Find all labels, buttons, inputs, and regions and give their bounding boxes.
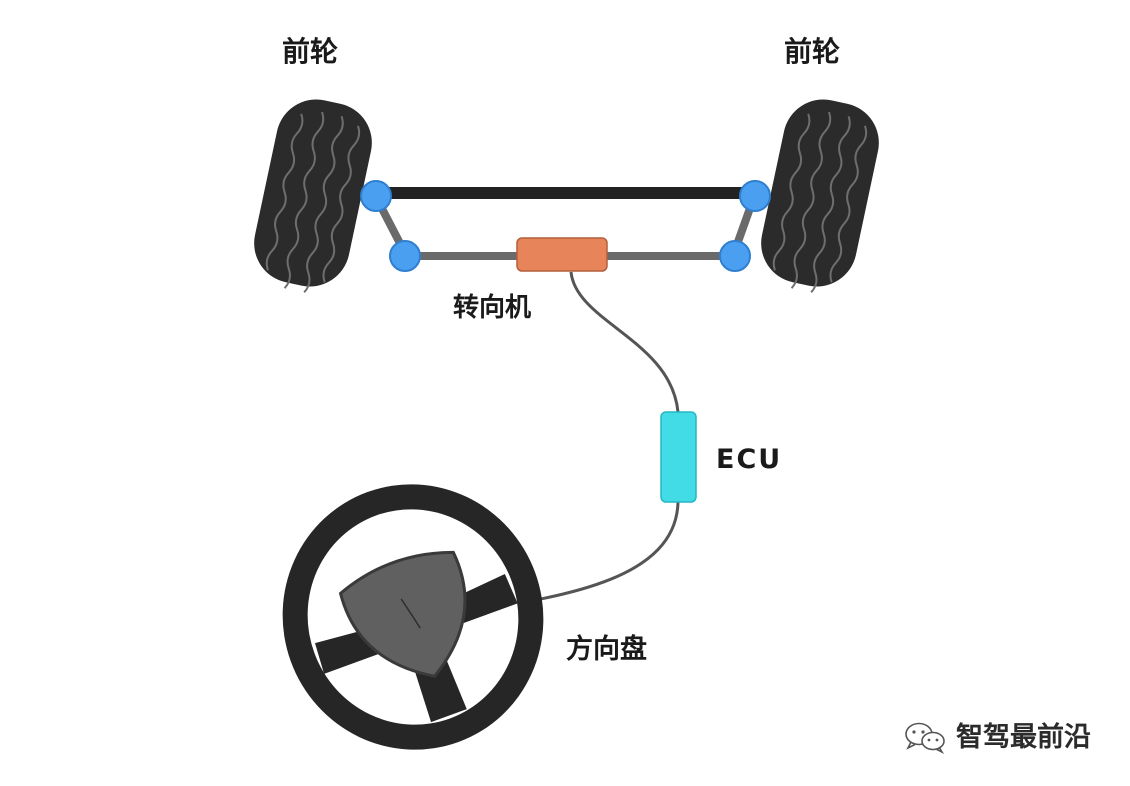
front-wheel-left-tire: [254, 99, 372, 294]
ecu-block: [660, 411, 697, 503]
steering-gear-label: 转向机: [453, 293, 532, 323]
steering-gear-block: [516, 237, 608, 272]
joint-lower-left: [389, 240, 421, 272]
wechat-icon: [905, 722, 945, 754]
ecu-label: ECU: [716, 444, 783, 475]
front-wheel-right-label: 前轮: [784, 35, 841, 68]
joint-lower-right: [719, 240, 751, 272]
front-wheel-left-label: 前轮: [282, 35, 339, 68]
watermark: 智驾最前沿: [902, 719, 1091, 755]
joint-upper-right: [739, 180, 771, 212]
joint-upper-left: [360, 180, 392, 212]
steering-wheel-label: 方向盘: [566, 634, 647, 665]
watermark-text: 智驾最前沿: [956, 721, 1091, 753]
gear-ecu-cable: [569, 271, 680, 413]
steering-wheel: [282, 484, 544, 750]
front-wheel-right-tire: [761, 99, 879, 294]
